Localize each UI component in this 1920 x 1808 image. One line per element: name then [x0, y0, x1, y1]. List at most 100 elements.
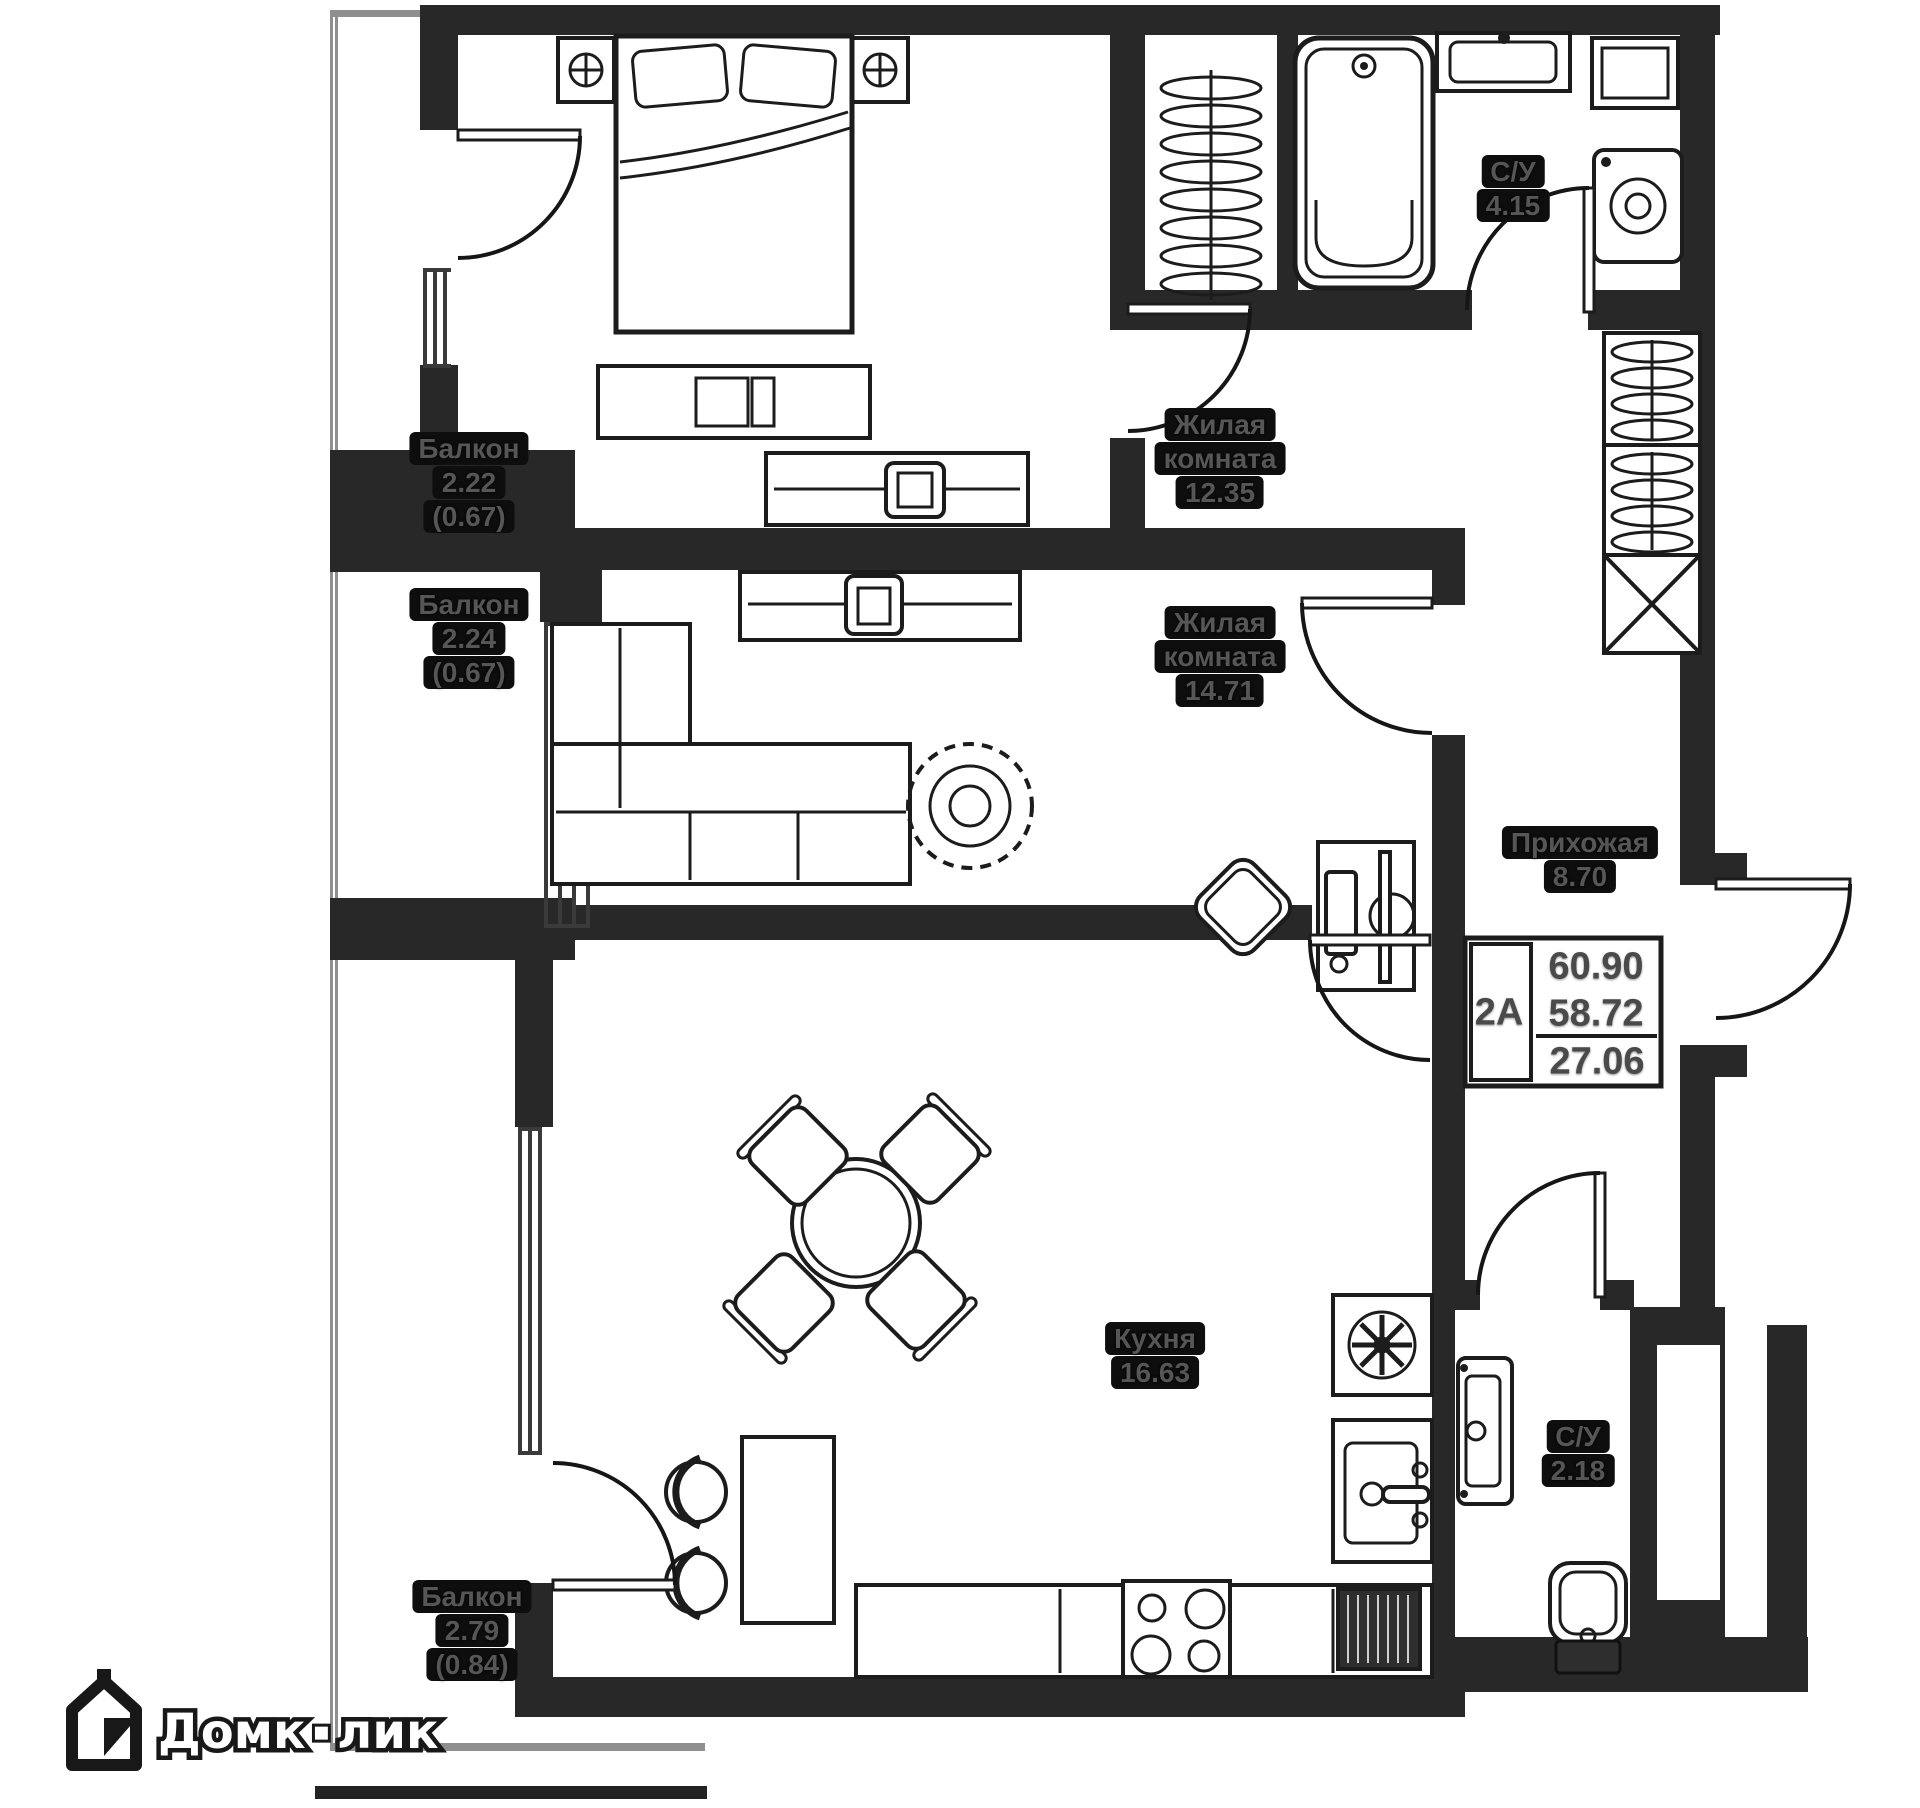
wall-kitchen-left-a — [515, 952, 553, 1127]
doors — [456, 128, 1852, 1592]
desk-chair — [1193, 857, 1293, 957]
stamp-area-total: 60.90 — [1548, 945, 1644, 988]
closet-x-icon — [1602, 553, 1702, 655]
sofa-base — [550, 742, 912, 886]
room-label-bedroom: Жилая комната 12.35 — [1154, 408, 1286, 509]
bath-large-name: С/У — [1481, 155, 1545, 188]
door-entry — [1714, 877, 1852, 1020]
monitor — [1378, 850, 1392, 984]
wall-bedroom-right — [1110, 35, 1145, 312]
tv-living-screen — [856, 586, 892, 626]
burner-4 — [1187, 1639, 1221, 1673]
living-furniture — [550, 570, 1416, 992]
logo-text: Домк▪лик — [158, 1704, 439, 1760]
dining-table — [790, 1157, 922, 1289]
logo-house-chimney — [97, 1669, 111, 1680]
parapet-left-inner — [333, 13, 335, 1743]
pouf — [906, 742, 1034, 870]
small-table — [740, 1435, 836, 1625]
bed — [613, 33, 855, 335]
stamp-area-living: 27.06 — [1549, 1040, 1645, 1083]
nightstand-right — [850, 36, 910, 104]
wall-bedroom-living — [420, 528, 1465, 570]
bedroom-name-line2: комната — [1154, 442, 1286, 475]
living-name-line2: комната — [1154, 640, 1286, 673]
hallway-closet — [1602, 331, 1702, 655]
dining-chair-se — [865, 1249, 978, 1362]
stamp-unit-cell — [1469, 942, 1533, 1082]
living-area: 14.71 — [1175, 674, 1265, 707]
bath-large-area: 4.15 — [1476, 189, 1550, 222]
balcony-top-area: 2.22 — [432, 466, 506, 499]
living-name-line1: Жилая — [1164, 606, 1276, 639]
balcony-mid-coeff: (0.67) — [423, 656, 515, 689]
wall-living-hall-b — [1432, 735, 1465, 1280]
lamp-right-icon — [862, 52, 898, 88]
wall-kitchen-top — [515, 905, 1312, 940]
tv-living — [844, 574, 904, 636]
hallway-name: Прихожая — [1501, 826, 1659, 859]
bathtub — [1292, 35, 1436, 291]
wall-right-lower — [1680, 1045, 1715, 1310]
logo-text-part1: Домк — [158, 1704, 306, 1760]
balcony-mid-area: 2.24 — [432, 622, 506, 655]
room-label-balcony-top: Балкон 2.22 (0.67) — [409, 432, 529, 533]
wall-bath-small-top-a — [1432, 1280, 1480, 1310]
bath-small-area: 2.18 — [1541, 1454, 1615, 1487]
door-bath-small — [1476, 1171, 1607, 1299]
logo-text-part2: лик — [337, 1704, 438, 1760]
wall-living-hall-a — [1432, 570, 1465, 605]
dining-chair-ne — [879, 1092, 992, 1205]
room-label-balcony-bottom: Балкон 2.79 (0.84) — [412, 1580, 532, 1681]
balcony-top-name: Балкон — [409, 432, 529, 465]
balcony-parapets — [315, 10, 707, 1799]
kitchen-sink — [1331, 1418, 1434, 1564]
wall-top — [420, 5, 1720, 35]
entry-jamb-bottom — [1715, 1045, 1747, 1077]
closet-hangers-2 — [1610, 452, 1694, 554]
dining-chair-nw — [736, 1094, 849, 1207]
door-kitchen — [1308, 933, 1432, 1062]
wall-bath-small-left — [1432, 1280, 1455, 1700]
bedroom-furniture — [556, 33, 1030, 527]
toilet — [1548, 1561, 1628, 1675]
stove — [1121, 1579, 1232, 1679]
balcony-mid-name: Балкон — [409, 588, 529, 621]
mouse — [1329, 954, 1349, 974]
logo-dot: ▪ — [313, 1717, 331, 1747]
lamp-left-icon — [568, 52, 604, 88]
parapet-bottom-cap — [330, 1743, 705, 1751]
domklik-logo: Домк▪лик — [66, 1669, 443, 1771]
burner-2 — [1184, 1588, 1226, 1630]
dining-table-inner — [800, 1167, 912, 1279]
balcony-bottom-area: 2.79 — [435, 1614, 509, 1647]
kitchen-balcony-window — [518, 1127, 542, 1455]
bath-large-fixtures — [1159, 31, 1684, 300]
room-label-living: Жилая комната 14.71 — [1154, 606, 1286, 707]
washing-machine — [1592, 148, 1684, 264]
balcony-bottom-name: Балкон — [412, 1580, 532, 1613]
hallway-area: 8.70 — [1543, 860, 1617, 893]
dining-chair-sw — [722, 1252, 835, 1365]
burner-3 — [1130, 1634, 1172, 1676]
towel-radiator — [1159, 70, 1263, 300]
kitchen-area: 16.63 — [1110, 1356, 1200, 1389]
fridge — [1336, 1587, 1422, 1671]
burner-1 — [1137, 1593, 1167, 1623]
door-kitchen-balcony — [551, 1461, 677, 1592]
blanket-fold-line-1 — [619, 110, 849, 164]
door-bedroom — [1126, 302, 1252, 433]
balcony-top-coeff: (0.67) — [423, 500, 515, 533]
wall-kitchen-bottom — [515, 1677, 1465, 1717]
bath-cabinet — [1590, 36, 1680, 110]
bedroom-balcony-window — [423, 268, 451, 368]
wall-outer-right-band — [1767, 1325, 1807, 1637]
room-label-kitchen: Кухня 16.63 — [1105, 1322, 1205, 1389]
small-chair-top — [664, 1454, 728, 1530]
closet-hangers-1 — [1610, 340, 1694, 442]
pillow-left — [631, 43, 729, 109]
pillow-right — [739, 43, 837, 109]
bedroom-area: 12.35 — [1175, 476, 1265, 509]
